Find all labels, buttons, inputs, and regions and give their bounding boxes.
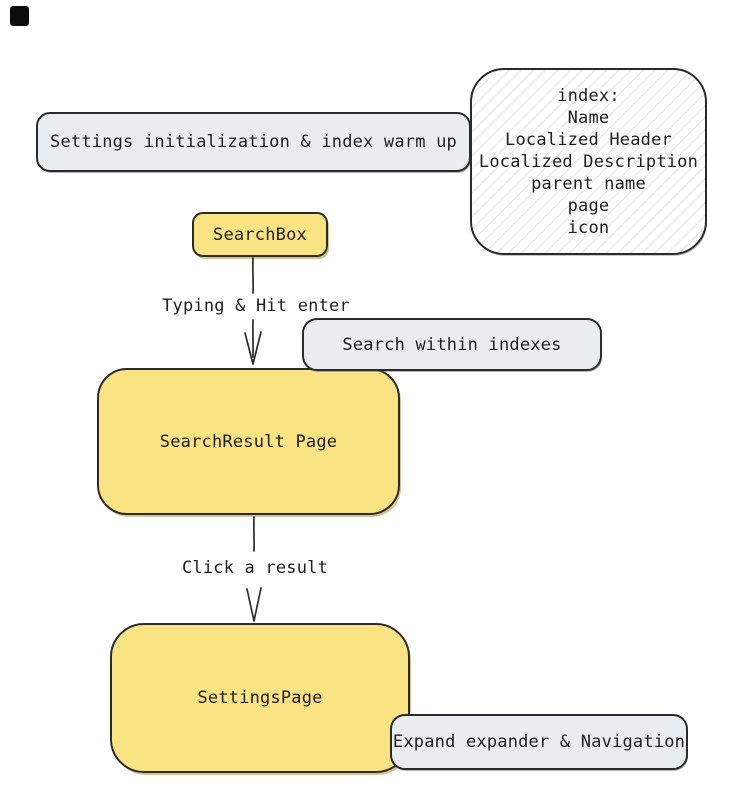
index-note-line: icon xyxy=(567,217,610,238)
node-searchresult-page-label: SearchResult Page xyxy=(159,431,338,452)
index-note-line: index: xyxy=(557,85,620,106)
index-note-line: Name xyxy=(567,107,610,128)
node-search-within-indexes: Search within indexes xyxy=(302,318,602,371)
node-settingspage: SettingsPage xyxy=(110,623,410,773)
index-note-line: parent name xyxy=(531,173,646,194)
node-expand-expander-navigation-label: Expand expander & Navigation xyxy=(392,732,686,752)
index-note-line: page xyxy=(567,195,610,216)
node-index-note: index: Name Localized Header Localized D… xyxy=(470,68,707,255)
index-note-line: Localized Header xyxy=(505,129,672,150)
edge-label-click: Click a result xyxy=(181,558,329,578)
node-searchbox: SearchBox xyxy=(192,212,328,257)
index-note-line: Localized Description xyxy=(478,151,699,172)
node-settings-initialization-label: Settings initialization & index warm up xyxy=(50,132,457,152)
node-searchbox-label: SearchBox xyxy=(213,224,307,245)
edge-label-typing: Typing & Hit enter xyxy=(162,296,350,316)
corner-marker xyxy=(10,6,29,26)
node-searchresult-page: SearchResult Page xyxy=(97,368,400,515)
node-search-within-indexes-label: Search within indexes xyxy=(342,334,562,355)
arrow-typing-head xyxy=(244,331,262,365)
arrow-click-head xyxy=(246,587,262,622)
node-settingspage-label: SettingsPage xyxy=(197,688,323,708)
node-expand-expander-navigation: Expand expander & Navigation xyxy=(390,714,688,770)
node-settings-initialization: Settings initialization & index warm up xyxy=(36,112,471,172)
